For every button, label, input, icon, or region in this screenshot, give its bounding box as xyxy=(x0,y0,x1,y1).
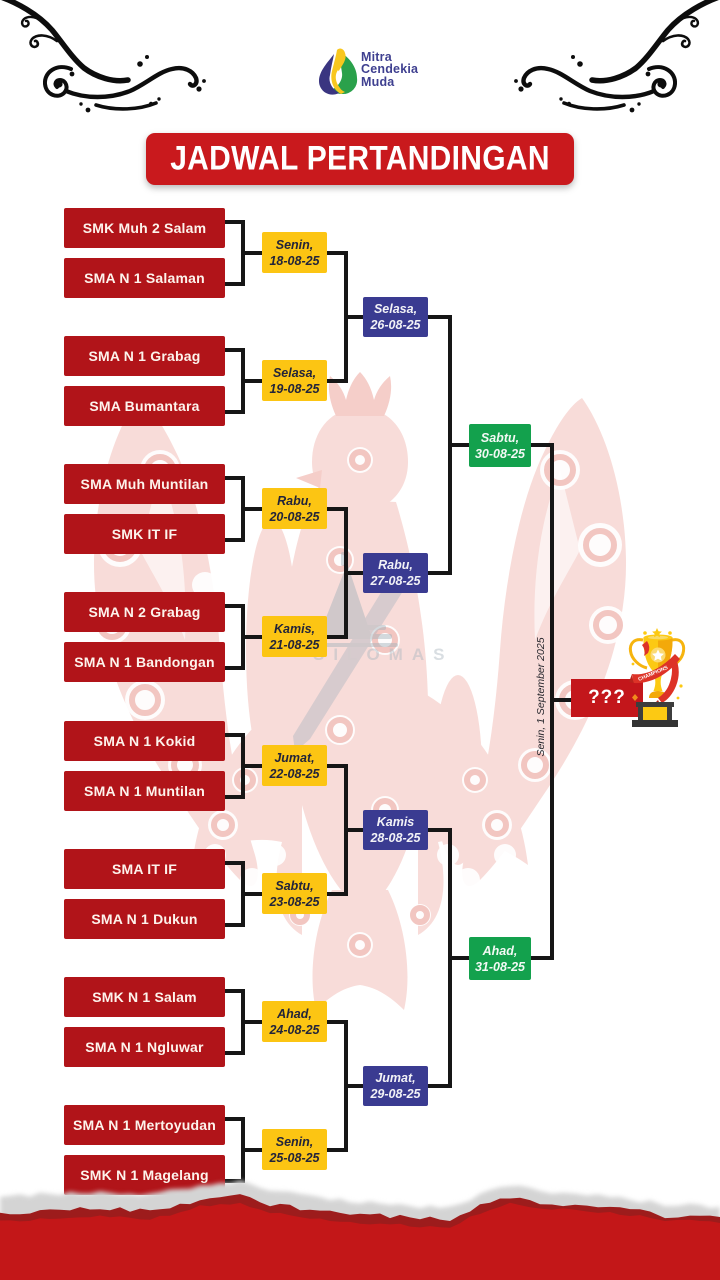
svg-text:SILOMAS: SILOMAS xyxy=(313,645,453,664)
